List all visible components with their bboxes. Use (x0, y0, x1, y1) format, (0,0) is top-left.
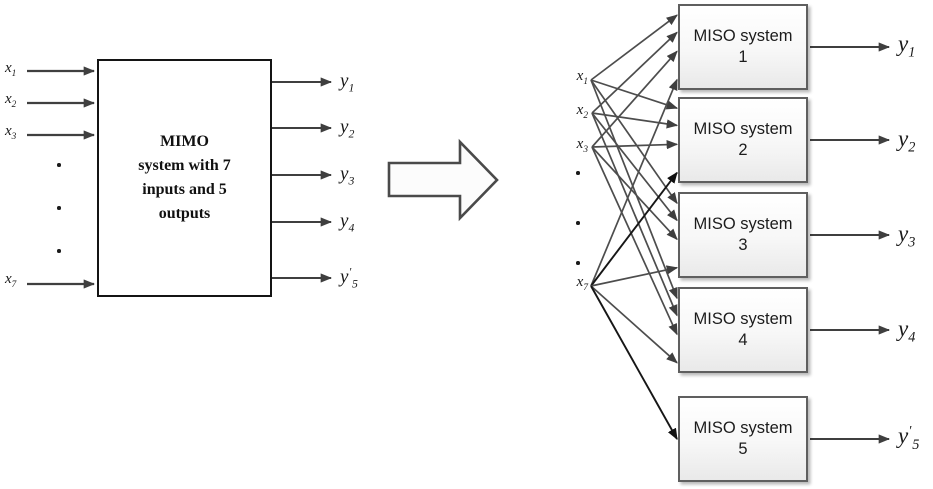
output-label-y2-right: y2 (898, 126, 916, 156)
mimo-box-line: system with 7 (138, 157, 231, 174)
connection-x7-miso-5 (590, 285, 678, 441)
connection-x2-miso-3 (591, 112, 678, 222)
miso-box-number: 1 (738, 48, 748, 66)
miso-system-box-2: MISO system 2 (678, 97, 808, 183)
ellipsis-dot (57, 163, 61, 167)
connection-x3-miso-3 (591, 146, 678, 241)
input-label-x2: x2 (5, 90, 17, 110)
output-label-y2: y2 (340, 116, 355, 141)
output-label-y5: y′5 (340, 266, 358, 291)
output-label-y5-right: y′5 (898, 422, 920, 453)
connection-x1-miso-1 (590, 14, 678, 81)
miso-box-title: MISO system (693, 214, 793, 233)
output-label-y4: y4 (340, 210, 355, 235)
miso-box-title: MISO system (693, 119, 793, 138)
miso-box-title: MISO system (693, 418, 793, 437)
output-label-y3: y3 (340, 163, 355, 188)
mimo-box-line: inputs and 5 (142, 181, 227, 198)
connection-x7-miso-3 (590, 265, 679, 287)
miso-box-title: MISO system (693, 26, 793, 45)
mimo-system-box: MIMO system with 7 inputs and 5 outputs (97, 59, 272, 297)
connection-x1-miso-2 (590, 79, 679, 110)
miso-box-number: 2 (738, 141, 748, 159)
miso-system-box-4: MISO system 4 (678, 287, 808, 373)
output-label-y3-right: y3 (898, 221, 916, 251)
miso-box-number: 3 (738, 236, 748, 254)
output-label-y1-right: y1 (898, 31, 916, 61)
input-label-x1: x1 (5, 59, 17, 79)
output-label-y1: y1 (340, 70, 355, 95)
ellipsis-dot (57, 249, 61, 253)
miso-system-box-1: MISO system 1 (678, 4, 808, 90)
connection-x7-miso-2 (590, 171, 678, 287)
ellipsis-dot (576, 261, 580, 265)
transform-block-arrow-icon (387, 138, 499, 222)
input-label-x7-right: x7 (576, 273, 588, 293)
connection-x3-miso-4 (591, 146, 678, 336)
input-label-x3: x3 (5, 122, 17, 142)
connection-x1-miso-4 (590, 79, 678, 300)
ellipsis-dot (57, 206, 61, 210)
connection-x3-miso-1 (591, 50, 678, 148)
connection-x2-miso-2 (591, 112, 679, 129)
ellipsis-dot (576, 171, 580, 175)
output-label-y4-right: y4 (898, 316, 916, 346)
miso-box-title: MISO system (693, 309, 793, 328)
miso-system-box-5: MISO system 5 (678, 396, 808, 482)
input-label-x1-right: x1 (576, 67, 588, 87)
connection-x7-miso-4 (590, 285, 678, 364)
mimo-box-line: outputs (158, 205, 211, 222)
ellipsis-dot (576, 221, 580, 225)
connection-x7-miso-1 (590, 78, 678, 287)
input-label-x3-right: x3 (576, 135, 588, 155)
miso-system-box-3: MISO system 3 (678, 192, 808, 278)
connection-x3-miso-2 (591, 140, 679, 150)
mimo-box-line: MIMO (160, 133, 209, 150)
connection-x2-miso-1 (591, 31, 678, 114)
miso-box-number: 5 (738, 440, 748, 458)
input-label-x2-right: x2 (576, 101, 588, 121)
miso-box-number: 4 (738, 331, 748, 349)
input-label-x7: x7 (5, 270, 17, 290)
